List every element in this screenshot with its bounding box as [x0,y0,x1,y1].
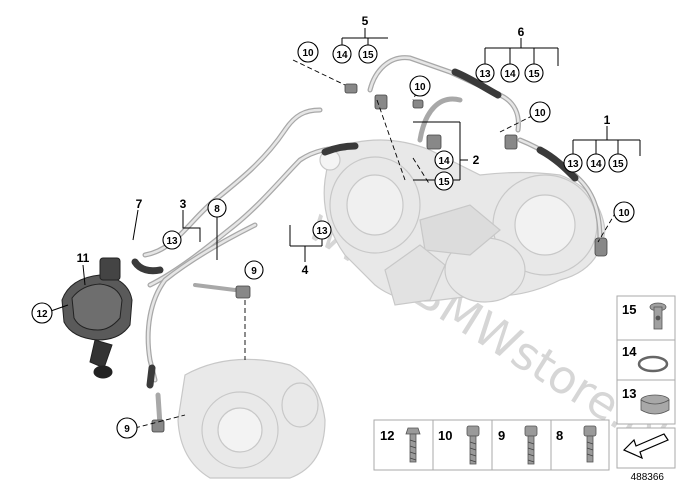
callout-10-far-right [613,201,635,223]
bolt-12-icon [405,427,421,463]
arrow-icon [622,433,669,460]
callout-9-lower [116,417,138,439]
callout-10-right [529,101,551,123]
hose-segments [131,68,579,389]
svg-text:13: 13 [166,236,178,247]
callout-14-group6 [500,63,520,83]
svg-text:12: 12 [36,309,48,320]
svg-text:13: 13 [479,69,491,80]
callout-14-group5 [332,44,352,64]
hollow-bolt-15-icon [649,302,667,330]
callout-14-group2 [434,150,454,170]
legend-bottom: 12 10 9 8 [373,419,610,471]
callout-6: 6 [518,25,525,39]
svg-text:10: 10 [302,48,314,59]
coolant-lines [142,55,603,428]
callout-8 [207,198,227,218]
callout-14-group1 [586,153,606,173]
svg-text:13: 13 [567,159,579,170]
reference-number: 488366 [631,472,665,483]
svg-text:8: 8 [214,204,220,215]
callout-10-top-left [297,41,319,63]
svg-text:13: 13 [316,226,328,237]
bolt-9-icon [524,425,538,465]
callout-3: 3 [180,197,187,211]
legend-item-9: 9 [498,428,505,443]
svg-text:15: 15 [612,159,624,170]
callout-15-group5 [358,44,378,64]
callout-7: 7 [136,197,143,211]
coolant-pump [61,257,133,379]
svg-text:9: 9 [124,424,130,435]
legend-item-12: 12 [380,428,394,443]
bolt-10-icon [466,425,480,465]
legend-item-15: 15 [622,302,636,317]
callout-15-group1 [608,153,628,173]
hose-clamp-13-icon [640,394,670,415]
callout-10-top-center [409,75,431,97]
callout-13-group3 [162,230,182,250]
oil-pump-housing [177,358,326,479]
svg-text:10: 10 [618,208,630,219]
direction-arrow-box [616,427,676,469]
svg-text:15: 15 [528,69,540,80]
callout-13-group6 [475,63,495,83]
svg-text:15: 15 [438,177,450,188]
svg-text:14: 14 [504,69,516,80]
svg-text:15: 15 [362,50,374,61]
callout-15-group2 [434,171,454,191]
svg-text:14: 14 [336,50,348,61]
svg-text:9: 9 [251,266,257,277]
callout-11: 11 [77,251,90,265]
callout-12 [31,302,53,324]
circled-callouts [31,41,635,439]
legend-item-14: 14 [622,344,637,359]
legend-item-13: 13 [622,386,636,401]
legend-item-8: 8 [556,428,563,443]
svg-text:14: 14 [438,156,450,167]
callout-1: 1 [604,113,611,127]
callout-labels: 1 2 3 4 5 6 7 11 [77,14,611,277]
callout-2: 2 [473,153,480,167]
bolt-8-icon [583,425,597,463]
seal-ring-14-icon [637,355,669,373]
svg-text:10: 10 [414,82,426,93]
callout-5: 5 [362,14,369,28]
legend-right: 15 14 13 [616,295,676,425]
hose-clamps [151,83,608,433]
solid-leaders [47,28,641,313]
svg-text:14: 14 [590,159,602,170]
callout-15-group6 [524,63,544,83]
svg-text:10: 10 [534,108,546,119]
turbocharger-right [319,139,606,306]
callout-13-group1 [563,153,583,173]
legend-item-10: 10 [438,428,452,443]
circled-callout-labels: 10 14 15 10 13 14 15 10 13 14 15 14 15 1… [36,48,630,435]
callout-9-upper [244,260,264,280]
callout-13-group4 [312,220,332,240]
callout-4: 4 [302,263,309,277]
